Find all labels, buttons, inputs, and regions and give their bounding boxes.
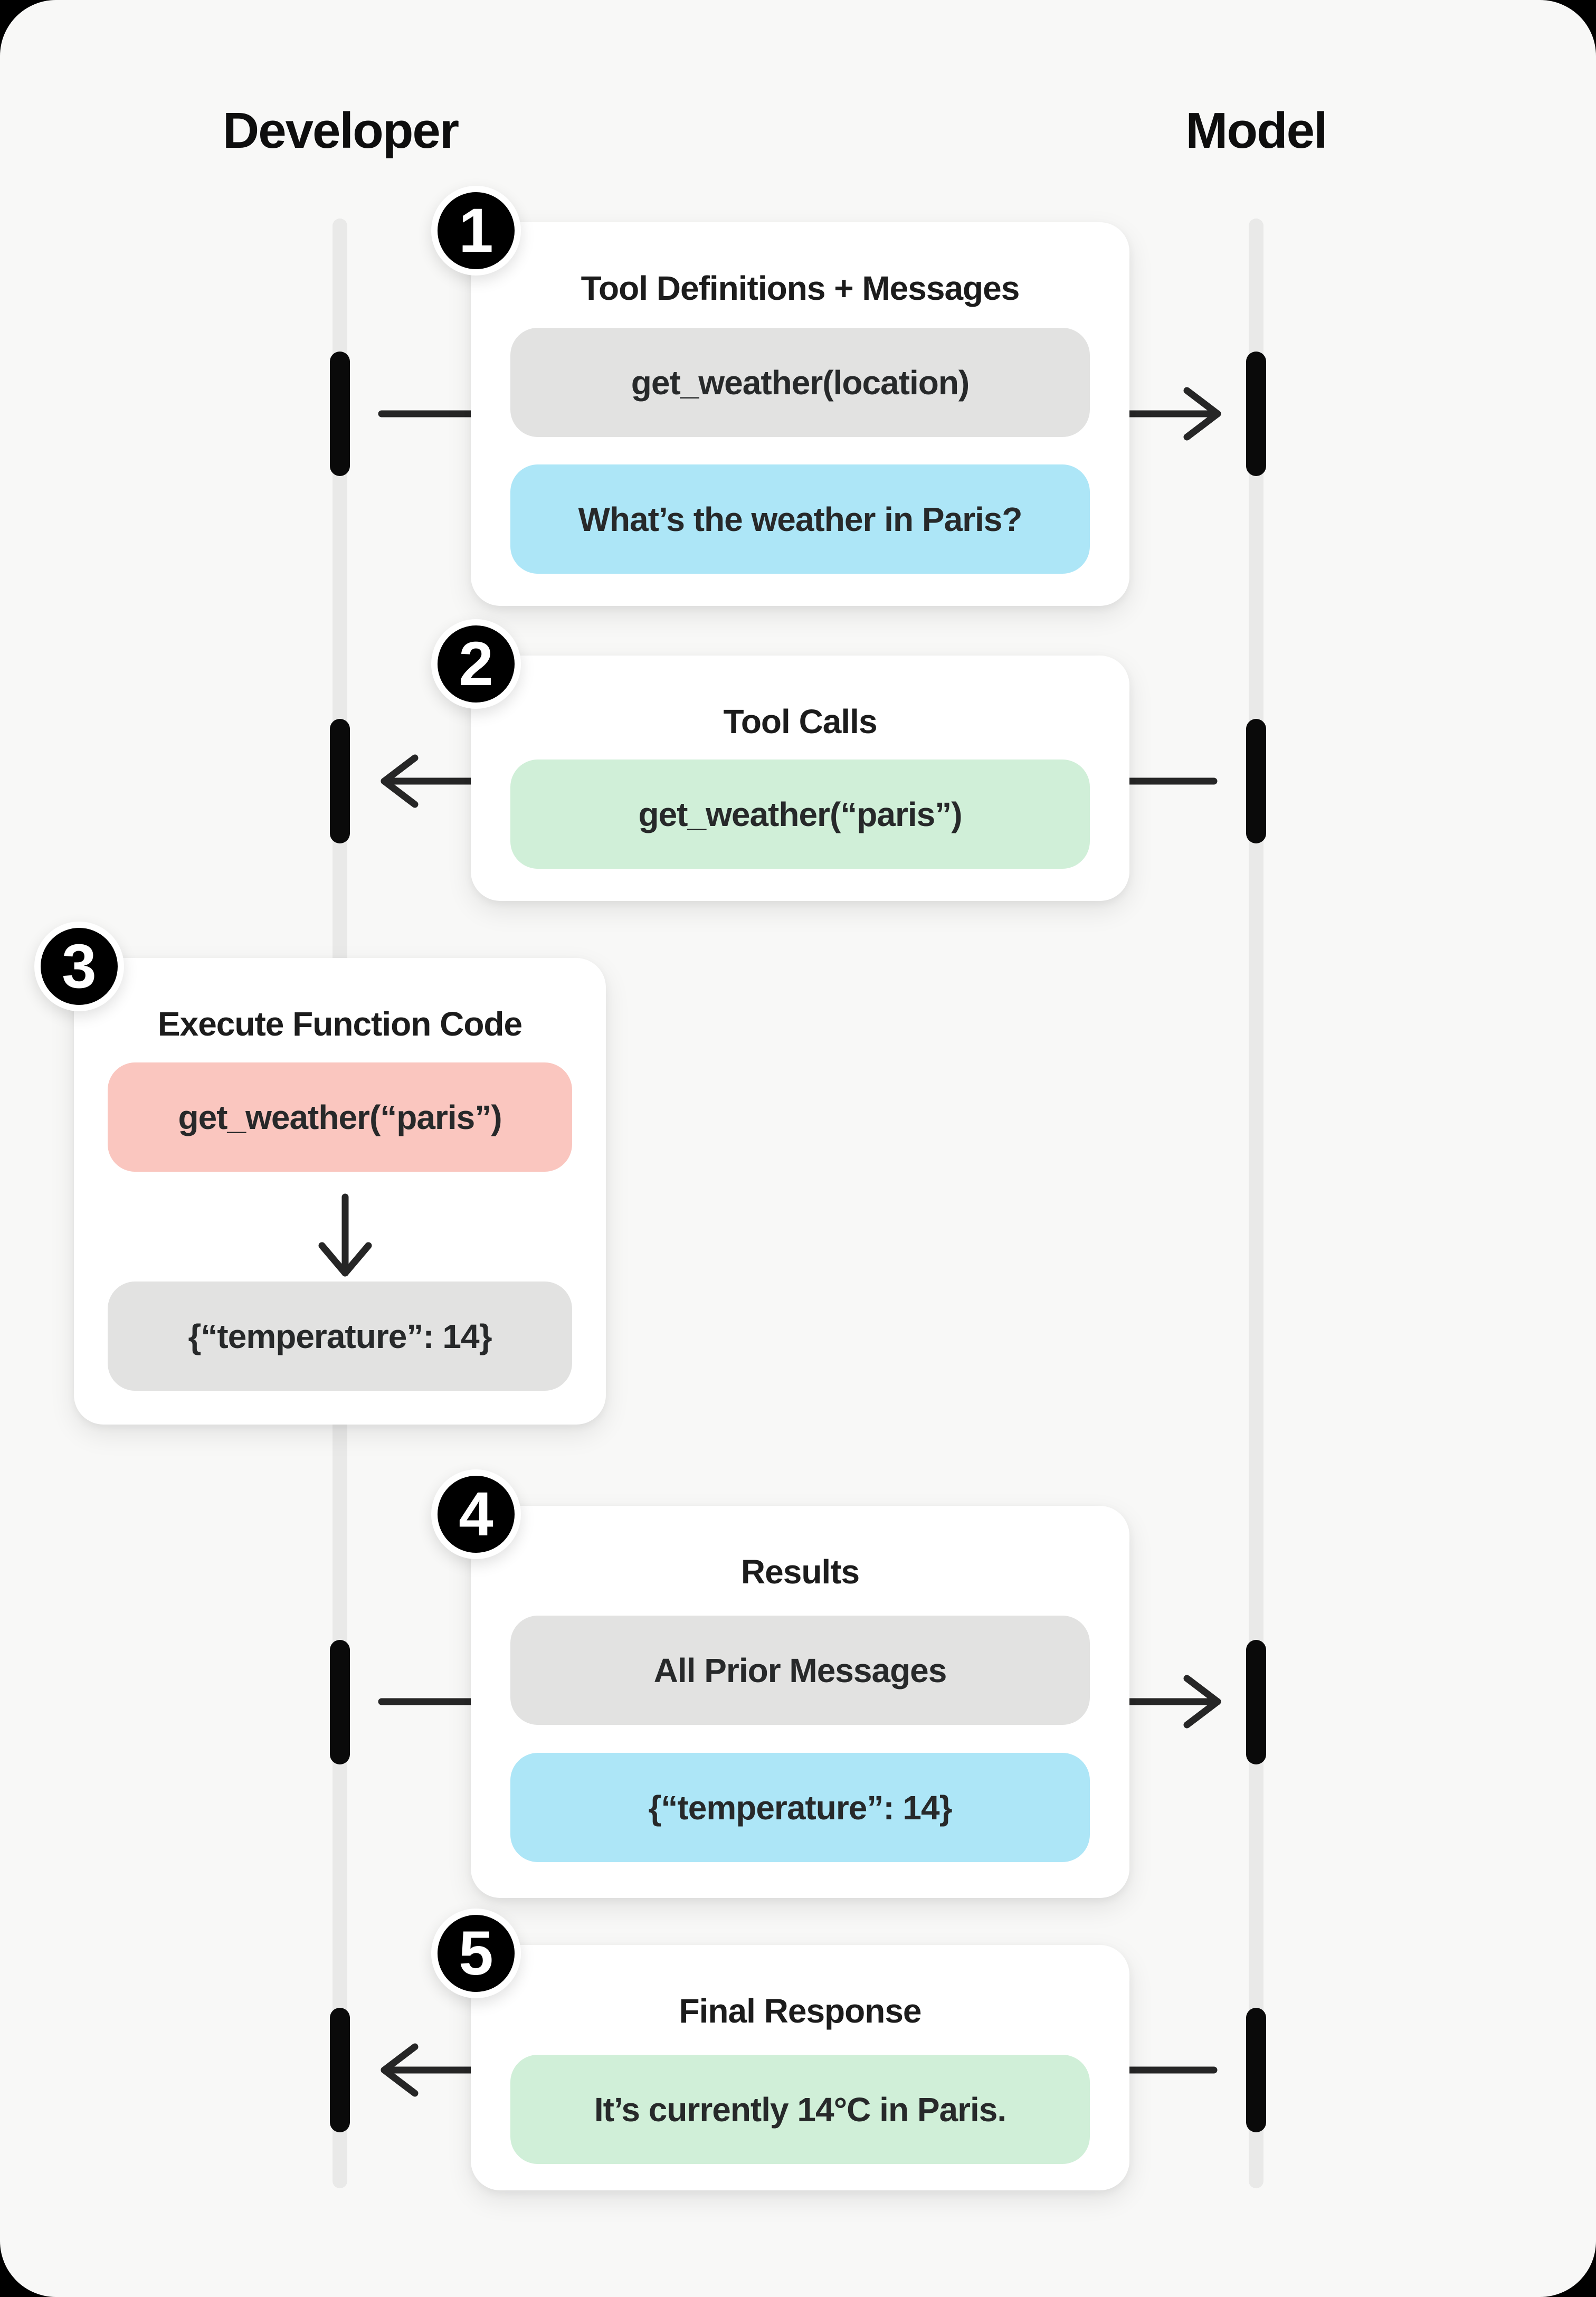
card-step4-results: Results All Prior Messages {“temperature… — [471, 1506, 1129, 1898]
activation-bar-developer-step2 — [330, 719, 350, 843]
pill-all-prior-messages: All Prior Messages — [510, 1616, 1090, 1725]
activation-bar-model-step5 — [1246, 2008, 1266, 2132]
card-step2-tool-calls: Tool Calls get_weather(“paris”) — [471, 656, 1129, 901]
card-step1-tool-definitions: Tool Definitions + Messages get_weather(… — [471, 222, 1129, 606]
step-badge-1: 1 — [431, 186, 521, 276]
pill-result-message: {“temperature”: 14} — [510, 1753, 1090, 1862]
pill-tool-definition: get_weather(location) — [510, 328, 1090, 437]
card-title: Tool Calls — [723, 703, 877, 741]
activation-bar-model-step4 — [1246, 1640, 1266, 1764]
activation-bar-developer-step1 — [330, 352, 350, 476]
pill-final-response: It’s currently 14°C in Paris. — [510, 2055, 1090, 2164]
actor-label-model: Model — [1185, 102, 1327, 159]
arrow-down-icon — [318, 1193, 372, 1277]
card-step5-final-response: Final Response It’s currently 14°C in Pa… — [471, 1945, 1129, 2190]
activation-bar-developer-step4 — [330, 1640, 350, 1764]
pill-tool-call: get_weather(“paris”) — [510, 760, 1090, 869]
actor-label-developer: Developer — [222, 102, 459, 159]
card-title: Tool Definitions + Messages — [581, 269, 1020, 307]
step-badge-4: 4 — [431, 1469, 521, 1559]
card-title: Results — [740, 1553, 860, 1591]
activation-bar-model-step2 — [1246, 719, 1266, 843]
step-badge-3: 3 — [34, 922, 124, 1011]
card-step3-execute-function: Execute Function Code get_weather(“paris… — [74, 958, 606, 1425]
pill-function-result: {“temperature”: 14} — [108, 1282, 572, 1391]
lifeline-model — [1249, 219, 1264, 2188]
card-title: Execute Function Code — [157, 1005, 522, 1043]
pill-user-message: What’s the weather in Paris? — [510, 464, 1090, 574]
activation-bar-model-step1 — [1246, 352, 1266, 476]
step-badge-5: 5 — [431, 1909, 521, 1998]
step-badge-2: 2 — [431, 619, 521, 709]
pill-function-invocation: get_weather(“paris”) — [108, 1062, 572, 1172]
activation-bar-developer-step5 — [330, 2008, 350, 2132]
card-title: Final Response — [679, 1992, 922, 2030]
